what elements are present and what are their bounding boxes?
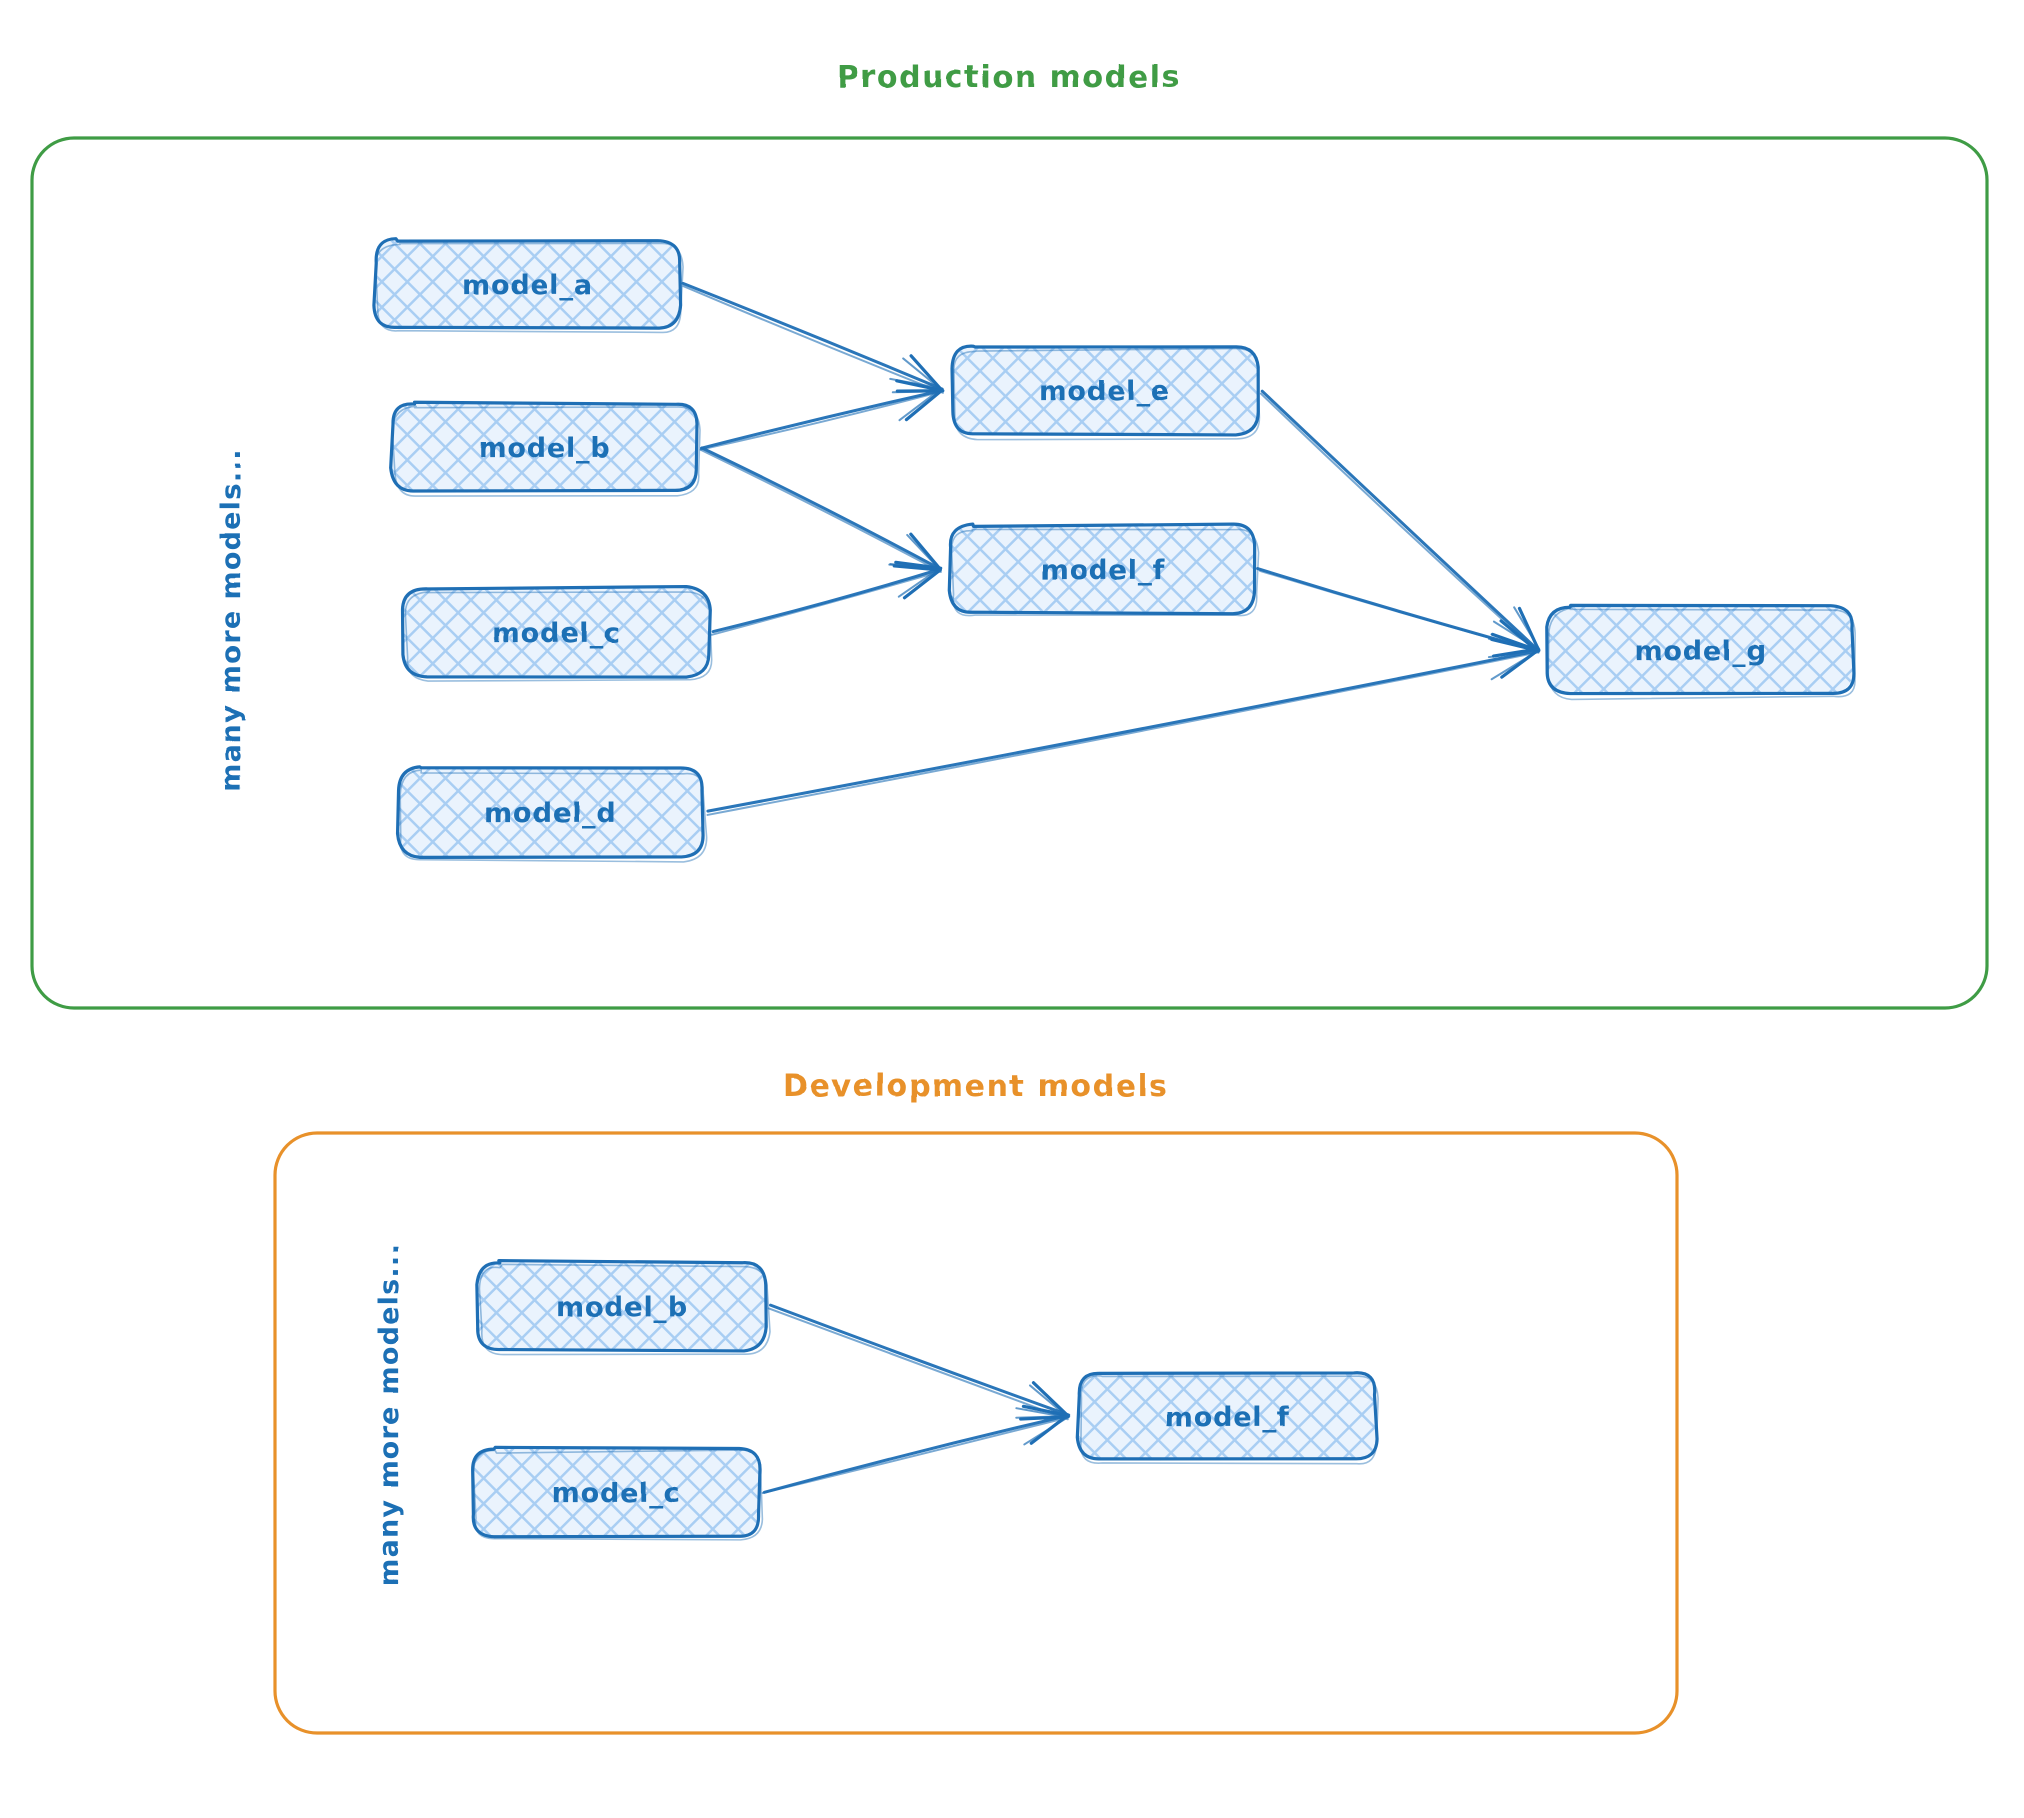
node-outline <box>950 344 1260 437</box>
node-outline <box>372 237 683 330</box>
node-fill <box>952 346 1257 434</box>
node-outline-echo <box>472 1449 764 1541</box>
node-label: model_a <box>462 270 593 301</box>
group-title-production: Production models <box>837 60 1181 95</box>
node-outline <box>1075 1371 1379 1461</box>
node-outline-echo <box>478 1263 771 1356</box>
node-model_d[interactable]: model_d <box>395 765 708 863</box>
edge-model_a-to-model_e <box>681 281 945 394</box>
edge-model_c-to-model_f <box>710 560 943 636</box>
node-outline-echo <box>950 528 1260 617</box>
node-outline-echo <box>1080 1375 1379 1465</box>
node-dev_model_f[interactable]: model_f <box>1075 1371 1379 1465</box>
node-model_c[interactable]: model_c <box>400 584 713 682</box>
node-model_b[interactable]: model_b <box>389 400 701 497</box>
node-outline-echo <box>1547 607 1856 701</box>
node-outline-echo <box>391 405 701 497</box>
node-fill <box>472 1448 760 1536</box>
node-outline <box>395 765 705 860</box>
edge-dev_model_b-to-dev_model_f <box>767 1303 1071 1421</box>
node-dev_model_b[interactable]: model_b <box>475 1259 771 1356</box>
node-outline <box>400 584 712 679</box>
node-label: model_f <box>1040 555 1164 586</box>
node-fill <box>950 525 1255 613</box>
group-border-production <box>30 136 1989 1010</box>
node-fill <box>392 403 697 491</box>
node-fill <box>375 240 680 328</box>
node-outline-echo <box>374 242 684 334</box>
node-outline <box>389 400 699 493</box>
node-outline-echo <box>404 591 713 682</box>
group-development <box>273 1131 1679 1735</box>
node-fill <box>478 1262 766 1350</box>
edge-model_d-to-model_g <box>706 637 1541 816</box>
node-model_g[interactable]: model_g <box>1545 603 1856 701</box>
group-title-development: Development models <box>783 1069 1169 1104</box>
node-fill <box>404 588 709 676</box>
node-label: model_f <box>1165 1402 1289 1433</box>
edge-dev_model_c-to-dev_model_f <box>761 1404 1071 1494</box>
side-label-production: many more models... <box>216 448 247 792</box>
node-outline <box>471 1445 762 1539</box>
node-fill <box>1548 606 1853 694</box>
node-outline <box>947 522 1257 616</box>
node-label: model_c <box>552 1478 681 1509</box>
node-outline-echo <box>953 347 1261 441</box>
node-outline <box>1545 603 1856 696</box>
node-model_a[interactable]: model_a <box>372 237 684 334</box>
node-label: model_b <box>556 1292 688 1323</box>
node-model_f[interactable]: model_f <box>947 522 1260 617</box>
node-label: model_c <box>492 618 621 649</box>
node-label: model_d <box>484 798 616 829</box>
node-fill <box>398 768 703 856</box>
edge-model_e-to-model_g <box>1259 389 1541 654</box>
group-border-development <box>273 1131 1679 1735</box>
node-model_e[interactable]: model_e <box>950 344 1261 441</box>
node-label: model_b <box>478 433 610 464</box>
node-fill <box>1078 1372 1376 1460</box>
edge-model_b-to-model_e <box>699 377 945 451</box>
group-production <box>30 136 1989 1010</box>
node-outline-echo <box>399 769 708 863</box>
node-label: model_g <box>1634 636 1766 667</box>
node-label: model_e <box>1039 376 1170 407</box>
node-outline <box>475 1259 768 1353</box>
side-label-development: many more models... <box>374 1243 405 1587</box>
edge-model_b-to-model_f <box>699 446 942 573</box>
node-dev_model_c[interactable]: model_c <box>471 1445 764 1541</box>
